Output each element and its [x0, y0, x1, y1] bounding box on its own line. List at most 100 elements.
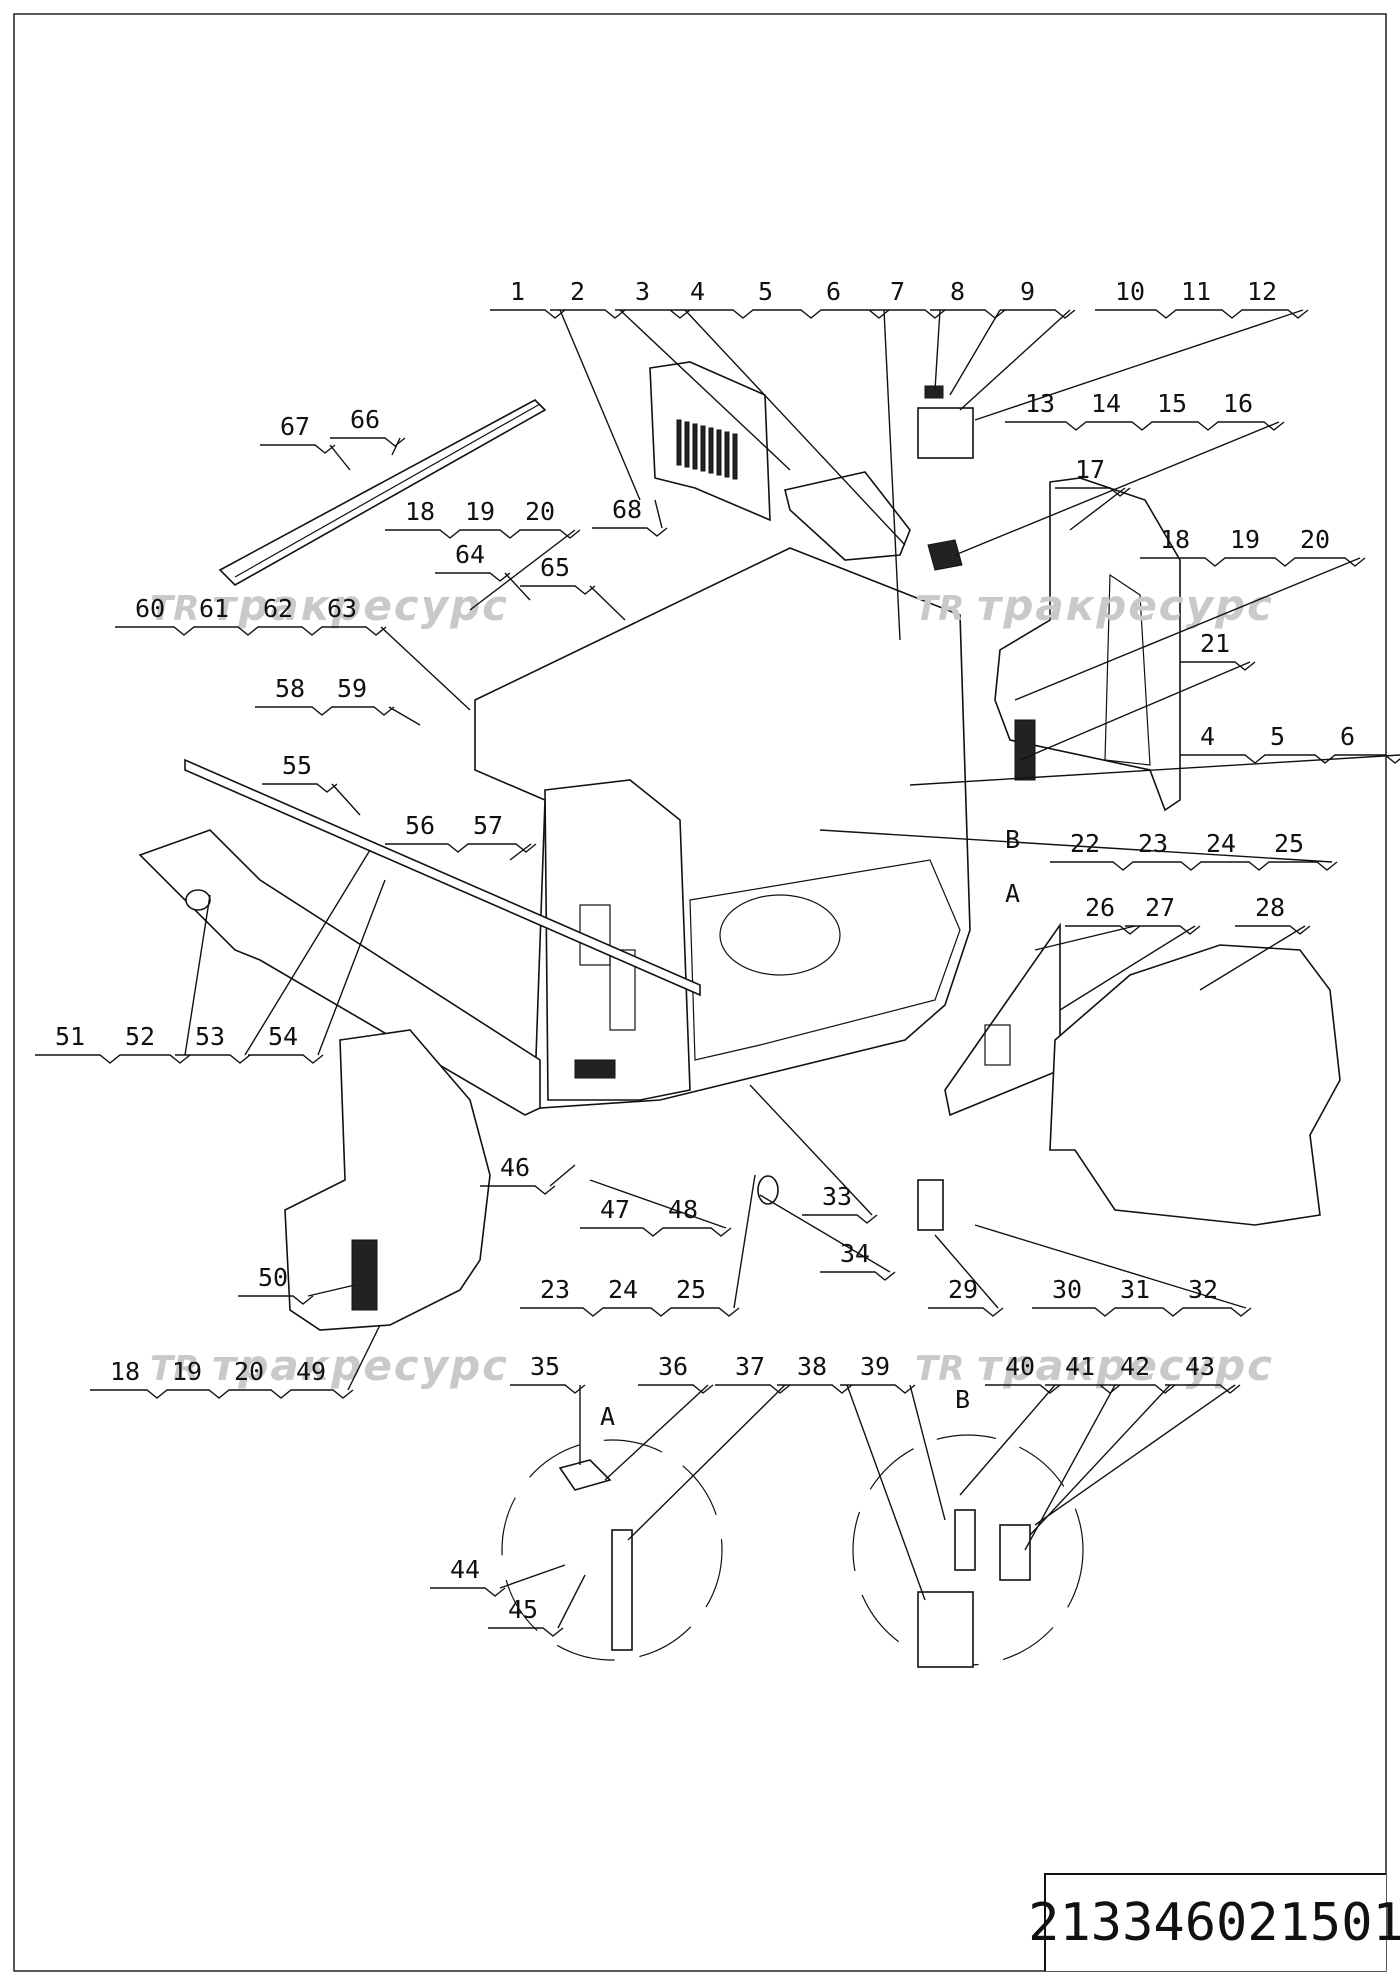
callout-number: 64	[455, 540, 485, 569]
callout-underline	[1100, 1384, 1176, 1394]
callout-group: 3	[615, 277, 906, 546]
callout-underline	[90, 1389, 354, 1399]
callout-underline	[1065, 925, 1141, 935]
watermark-logo: TR	[150, 1349, 199, 1389]
callout-underline	[488, 1627, 564, 1637]
callout-number: 54	[268, 1022, 298, 1051]
callout-underline	[1180, 754, 1400, 764]
callout-leader-line	[974, 309, 1304, 421]
callout-leader-line	[504, 572, 531, 601]
callout-underline	[802, 1214, 878, 1224]
callout-group: 34	[759, 1194, 896, 1281]
callout-leader-line	[883, 309, 901, 641]
callout-group: 28	[1199, 893, 1311, 991]
callout-leader-line	[909, 1384, 946, 1521]
callout-underline	[248, 1054, 324, 1064]
callout-number: 40	[1005, 1352, 1035, 1381]
callout-number: 24	[1206, 829, 1236, 858]
callout-underline	[1125, 925, 1201, 935]
callout-leader-line	[331, 783, 361, 816]
callout-underline	[262, 783, 338, 793]
watermark-text: тракресурс	[977, 1341, 1274, 1390]
callout-underline	[670, 309, 890, 319]
callout-number: 19	[465, 497, 495, 526]
callout-number: 60	[135, 594, 165, 623]
callout-underline	[928, 1307, 1004, 1317]
callout-underline	[385, 843, 537, 853]
callout-leader-line	[317, 879, 386, 1056]
callout-number: 45	[508, 1595, 538, 1624]
callout-underline	[580, 1227, 732, 1237]
callout-number: 43	[1185, 1352, 1215, 1381]
reflector-left	[351, 1239, 378, 1311]
view-label-b: B	[1005, 825, 1020, 854]
callout-leader-line	[549, 1164, 576, 1187]
callout-number: 6	[1340, 722, 1355, 751]
callout-number: 39	[860, 1352, 890, 1381]
callout-number: 27	[1145, 893, 1175, 922]
callout-group: 38	[777, 1352, 926, 1601]
callout-leader-line	[934, 1234, 999, 1309]
callout-underline	[1045, 1384, 1121, 1394]
callout-group: 29	[928, 1234, 1004, 1317]
watermarks: TR тракресурс TR тракресурс TR тракресур…	[150, 581, 1274, 1390]
document-number-box: 213346021501	[1028, 1873, 1400, 1971]
cab-front-pillar-part	[544, 779, 691, 1101]
callout-number: 28	[1255, 893, 1285, 922]
callout-group: 9	[959, 277, 1076, 411]
callout-leader-line	[347, 1324, 381, 1391]
callout-leader-line	[654, 499, 663, 529]
callout-underline	[175, 1054, 251, 1064]
callout-underline	[238, 1295, 314, 1305]
callout-leader-line	[1029, 1384, 1171, 1536]
swivel-opening	[719, 894, 841, 976]
callout-number: 19	[1230, 525, 1260, 554]
callout-number: 29	[948, 1275, 978, 1304]
reflector	[1014, 719, 1036, 781]
callout-leader-line	[959, 1384, 1056, 1496]
callout-group: 43	[1034, 1352, 1241, 1526]
callout-number: 49	[296, 1357, 326, 1386]
callout-number: 22	[1070, 829, 1100, 858]
watermark-logo: TR	[915, 1349, 964, 1389]
callout-underline	[1235, 925, 1311, 935]
callout-underline	[1032, 1307, 1252, 1317]
callout-group: 55	[262, 751, 361, 816]
engine-hood-part	[1049, 944, 1341, 1226]
callout-number: 33	[822, 1182, 852, 1211]
callout-group: 42	[1029, 1352, 1176, 1536]
callout-underline	[715, 1384, 791, 1394]
callout-number: 48	[668, 1195, 698, 1224]
callout-underline	[480, 1185, 556, 1195]
callout-number: 26	[1085, 893, 1115, 922]
callout-leader-line	[1019, 661, 1251, 761]
callout-number: 53	[195, 1022, 225, 1051]
callout-group: 37	[627, 1352, 791, 1541]
callout-group: 54	[248, 879, 386, 1064]
callout-group: 68	[592, 495, 668, 537]
callout-leader-line	[559, 309, 641, 501]
callout-leader-line	[604, 1384, 709, 1481]
callout-leader-line	[974, 1224, 1247, 1309]
callout-number: 68	[612, 495, 642, 524]
callout-number: 6	[826, 277, 841, 306]
callout-number: 66	[350, 405, 380, 434]
callout-underline	[930, 309, 1006, 319]
callout-group: 26	[1034, 893, 1141, 951]
callout-number: 7	[890, 277, 905, 306]
watermark-logo: TR	[915, 589, 964, 629]
callout-number: 30	[1052, 1275, 1082, 1304]
callout-number: 47	[600, 1195, 630, 1224]
parts-geometry	[138, 361, 1341, 1668]
callout-leader-line	[1024, 1384, 1116, 1551]
detail-a-circle	[501, 1439, 723, 1661]
callout-number: 56	[405, 811, 435, 840]
callout-group: 66	[330, 405, 406, 456]
